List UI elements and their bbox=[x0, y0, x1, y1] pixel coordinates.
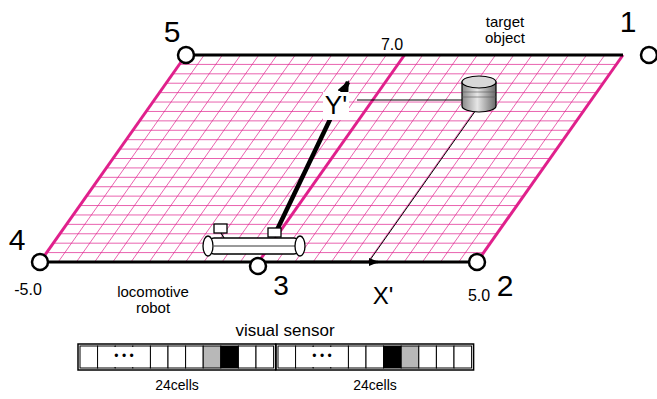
sensor-cell bbox=[419, 346, 437, 368]
grid-line bbox=[404, 55, 550, 262]
sensor-cell bbox=[366, 346, 384, 368]
sensor-cell bbox=[186, 346, 204, 368]
grid-line bbox=[58, 55, 204, 262]
sensor-cell bbox=[256, 346, 274, 368]
grid-line bbox=[313, 55, 459, 262]
sensor-label: visual sensor bbox=[235, 322, 334, 340]
grid-line bbox=[422, 55, 568, 262]
field-edge bbox=[186, 54, 623, 57]
ellipsis: • • • bbox=[114, 350, 133, 363]
projection-line bbox=[357, 100, 462, 101]
grid-line bbox=[131, 55, 277, 262]
sensor-cell bbox=[168, 346, 186, 368]
grid-line bbox=[441, 55, 587, 262]
grid-line bbox=[76, 55, 222, 262]
axis-label: Y' bbox=[323, 92, 349, 119]
grid-line bbox=[386, 55, 532, 262]
dimension: 7.0 bbox=[379, 37, 405, 54]
target-cylinder bbox=[462, 76, 496, 112]
sensor-cell bbox=[384, 346, 402, 368]
grid-line bbox=[295, 55, 441, 262]
target-label: target object bbox=[473, 14, 537, 46]
x-axis-arrow bbox=[300, 261, 378, 264]
sensor-cell bbox=[221, 346, 239, 368]
corner-number: 1 bbox=[620, 6, 637, 38]
sensor-cell bbox=[80, 346, 98, 368]
projection-line bbox=[370, 110, 476, 260]
grid-line bbox=[167, 55, 313, 262]
cell-count: 24cells bbox=[353, 378, 397, 393]
corner-markers bbox=[32, 47, 657, 274]
dots-ground bbox=[99, 347, 150, 367]
sensor-cell bbox=[436, 346, 454, 368]
field-boundary bbox=[477, 55, 623, 262]
field-boundary bbox=[40, 55, 186, 262]
sensor-frame bbox=[276, 344, 474, 370]
sensor-cell bbox=[401, 346, 419, 368]
dimension: 5.0 bbox=[468, 288, 490, 305]
sensor-cell bbox=[348, 346, 366, 368]
sensor-cell bbox=[203, 346, 221, 368]
cell-count: 24cells bbox=[155, 378, 199, 393]
grid-line bbox=[259, 55, 405, 262]
grid-line bbox=[113, 55, 259, 262]
ellipsis: • • • bbox=[312, 350, 331, 363]
grid-line bbox=[277, 55, 423, 262]
corner-number: 4 bbox=[9, 224, 26, 256]
visual-sensor-cells bbox=[78, 344, 474, 370]
sensor-cell bbox=[454, 346, 472, 368]
dimension: -5.0 bbox=[14, 282, 42, 299]
sensor-cell bbox=[150, 346, 168, 368]
sensor-cell bbox=[238, 346, 256, 368]
field-boundary bbox=[259, 55, 405, 262]
grid-line bbox=[368, 55, 514, 262]
grid-line bbox=[459, 55, 605, 262]
corner-number: 5 bbox=[164, 16, 181, 48]
grid-line bbox=[204, 55, 350, 262]
grid-lines bbox=[40, 55, 623, 262]
grid-line bbox=[240, 55, 386, 262]
grid-line bbox=[149, 55, 295, 262]
sensor-frame bbox=[78, 344, 276, 370]
axis-label: X' bbox=[373, 283, 394, 308]
locomotive-robot bbox=[203, 224, 305, 256]
corner-number: 3 bbox=[273, 271, 289, 300]
grid-line bbox=[350, 55, 496, 262]
grid-line bbox=[95, 55, 241, 262]
grid-line bbox=[331, 55, 477, 262]
grid-line bbox=[222, 55, 368, 262]
sensor-cell bbox=[278, 346, 296, 368]
corner-number: 2 bbox=[497, 270, 514, 302]
dots-ground bbox=[297, 347, 348, 367]
robot-label: locomotive robot bbox=[108, 284, 198, 316]
